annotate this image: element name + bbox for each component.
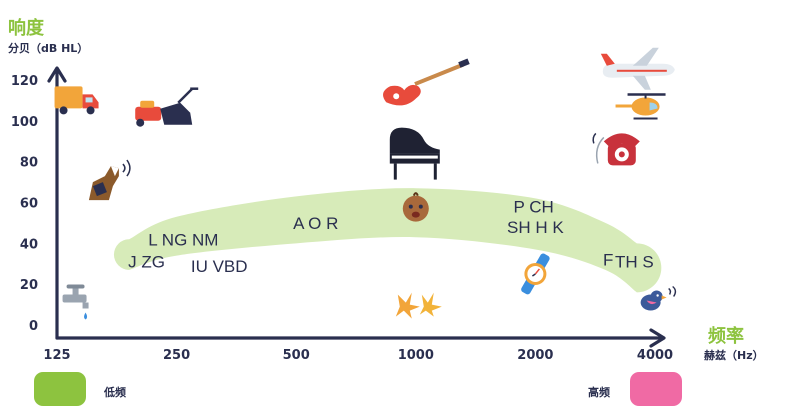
grand-piano-icon bbox=[389, 127, 440, 180]
y-tick-label: 120 bbox=[11, 74, 38, 89]
x-tick-label: 500 bbox=[283, 348, 310, 363]
low-frequency-badge bbox=[34, 372, 86, 406]
low-frequency-label: 低频 bbox=[104, 386, 126, 399]
y-tick-label: 0 bbox=[29, 319, 38, 334]
y-tick-label: 100 bbox=[11, 115, 38, 130]
dripping-faucet-icon bbox=[62, 284, 89, 320]
phoneme-label: P CH bbox=[514, 198, 554, 217]
high-frequency-label: 高频 bbox=[588, 386, 610, 399]
phoneme-label: TH S bbox=[615, 253, 654, 272]
electric-guitar-icon bbox=[383, 58, 470, 106]
truck-icon bbox=[54, 86, 99, 115]
y-axis-title: 响度 bbox=[8, 18, 44, 39]
x-tick-label: 4000 bbox=[637, 348, 673, 363]
phoneme-label: J ZG bbox=[128, 253, 165, 272]
x-axis-unit: 赫兹（Hz） bbox=[704, 349, 764, 362]
y-tick-label: 20 bbox=[20, 278, 38, 293]
y-tick-label: 40 bbox=[20, 237, 38, 252]
phoneme-label: SH H K bbox=[507, 218, 564, 237]
falling-leaves-icon bbox=[395, 292, 442, 319]
baby-face-icon bbox=[402, 192, 429, 222]
barking-dog-icon bbox=[88, 159, 131, 201]
phoneme-label: L NG NM bbox=[148, 230, 218, 249]
phoneme-label: IU VBD bbox=[191, 257, 248, 276]
x-axis-title: 频率 bbox=[708, 326, 744, 347]
high-frequency-badge bbox=[630, 372, 682, 406]
x-tick-label: 125 bbox=[43, 348, 70, 363]
phoneme-label: A O R bbox=[293, 214, 338, 233]
y-axis-unit: 分贝（dB HL） bbox=[8, 42, 89, 55]
ringing-phone-icon bbox=[592, 132, 640, 166]
phoneme-label: F bbox=[603, 251, 613, 270]
lawn-mower-icon bbox=[135, 87, 199, 127]
x-tick-label: 1000 bbox=[398, 348, 434, 363]
y-tick-label: 80 bbox=[20, 156, 38, 171]
x-tick-label: 250 bbox=[163, 348, 190, 363]
x-tick-label: 2000 bbox=[517, 348, 553, 363]
y-axis-arrow bbox=[47, 66, 67, 83]
wristwatch-icon bbox=[521, 253, 550, 295]
x-axis-arrow bbox=[649, 328, 666, 348]
helicopter-icon bbox=[615, 93, 666, 120]
airplane-icon bbox=[600, 47, 675, 90]
speech-banana bbox=[113, 188, 662, 293]
y-tick-label: 60 bbox=[20, 197, 38, 212]
chirping-bird-icon bbox=[640, 285, 677, 311]
